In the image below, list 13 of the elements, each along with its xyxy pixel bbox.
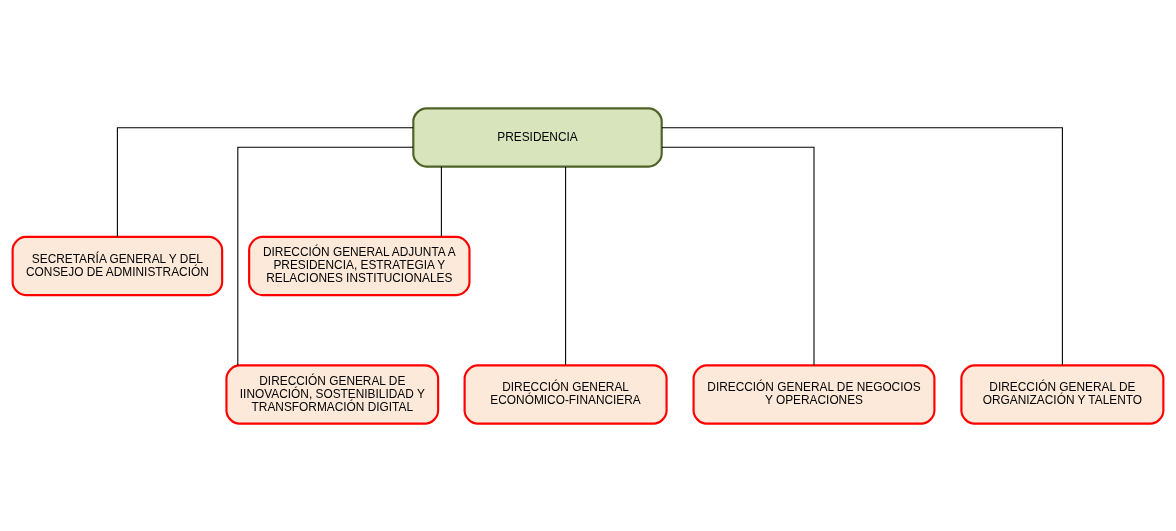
node-box: DIRECCIÓN GENERAL ADJUNTA A PRESIDENCIA, ESTRATEGIA Y RELACIONES INSTITUCIONALES (248, 235, 471, 296)
node-box: DIRECCIÓN GENERAL DE NEGOCIOS Y OPERACIONES (692, 363, 936, 425)
connector (661, 146, 815, 366)
connector (565, 165, 567, 366)
node-box: PRESIDENCIA (412, 106, 663, 168)
connector (116, 126, 414, 237)
node-box: DIRECCIÓN GENERAL DE ORGANIZACIÓN Y TALENTO (960, 363, 1165, 425)
node-box: DIRECCIÓN GENERAL DE IINOVACIÓN, SOSTENIBILIDAD Y TRANSFORMACIÓN DIGITAL (225, 363, 440, 425)
connector (237, 146, 414, 366)
connector (661, 126, 1063, 365)
connector (440, 165, 442, 237)
node-box: SECRETARÍA GENERAL Y DEL CONSEJO DE ADMINISTRACIÓN (11, 235, 224, 296)
node-box: DIRECCIÓN GENERAL ECONÓMICO-FINANCIERA (463, 363, 668, 425)
